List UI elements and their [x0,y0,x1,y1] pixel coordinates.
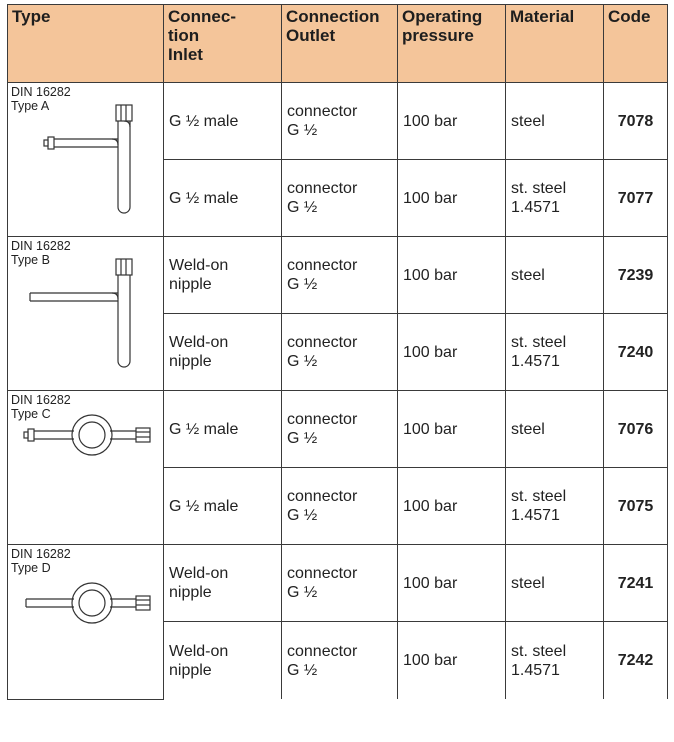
code-cell: 7078 [603,82,668,160]
header-inlet: Connec- tion Inlet [163,4,282,83]
inlet-cell: Weld-on nipple [163,544,282,622]
type-label: Type C [11,407,51,421]
code-cell: 7242 [603,621,668,699]
material-cell: st. steel 1.4571 [505,467,604,545]
loop-weld-nipple-drawing [25,582,151,624]
type-cell-d: DIN 16282 Type D [7,544,164,700]
type-cell-b: DIN 16282 Type B [7,236,164,391]
inlet-cell: Weld-on nipple [163,313,282,391]
header-row: Type Connec- tion Inlet Connection Outle… [7,4,668,83]
material-cell: st. steel 1.4571 [505,313,604,391]
code-cell: 7077 [603,159,668,237]
pressure-cell: 100 bar [397,82,506,160]
l-shaped-weld-nipple-drawing [29,258,133,368]
pressure-cell: 100 bar [397,544,506,622]
material-cell: steel [505,236,604,314]
code-cell: 7241 [603,544,668,622]
code-cell: 7076 [603,390,668,468]
inlet-cell: G ½ male [163,467,282,545]
pressure-cell: 100 bar [397,467,506,545]
material-cell: steel [505,544,604,622]
inlet-cell: G ½ male [163,159,282,237]
material-cell: st. steel 1.4571 [505,621,604,699]
header-material: Material [505,4,604,83]
material-cell: steel [505,82,604,160]
header-outlet: Connection Outlet [281,4,398,83]
code-cell: 7240 [603,313,668,391]
header-pressure: Operating pressure [397,4,506,83]
standard-label: DIN 16282 [11,85,71,99]
loop-valve-connector-drawing [23,414,151,456]
inlet-cell: Weld-on nipple [163,236,282,314]
table-row: DIN 16282 Type D Weld-on nipple connecto… [7,544,668,700]
code-cell: 7239 [603,236,668,314]
pressure-cell: 100 bar [397,159,506,237]
type-label: Type B [11,253,50,267]
table-row: DIN 16282 Type C G ½ male con [7,390,668,545]
type-label: Type D [11,561,51,575]
type-cell-a: DIN 16282 Type A [7,82,164,237]
l-shaped-valve-connector-drawing [43,104,133,214]
pressure-cell: 100 bar [397,236,506,314]
type-label: Type A [11,99,50,113]
pressure-cell: 100 bar [397,313,506,391]
material-cell: steel [505,390,604,468]
standard-label: DIN 16282 [11,393,71,407]
header-code: Code [603,4,668,83]
code-cell: 7075 [603,467,668,545]
table-row: DIN 16282 Type B Weld-on nipple connecto… [7,236,668,391]
standard-label: DIN 16282 [11,547,71,561]
product-table: Type Connec- tion Inlet Connection Outle… [7,4,668,700]
type-cell-c: DIN 16282 Type C [7,390,164,545]
inlet-cell: Weld-on nipple [163,621,282,699]
standard-label: DIN 16282 [11,239,71,253]
pressure-cell: 100 bar [397,390,506,468]
pressure-cell: 100 bar [397,621,506,699]
material-cell: st. steel 1.4571 [505,159,604,237]
inlet-cell: G ½ male [163,390,282,468]
header-type: Type [7,4,164,83]
inlet-cell: G ½ male [163,82,282,160]
